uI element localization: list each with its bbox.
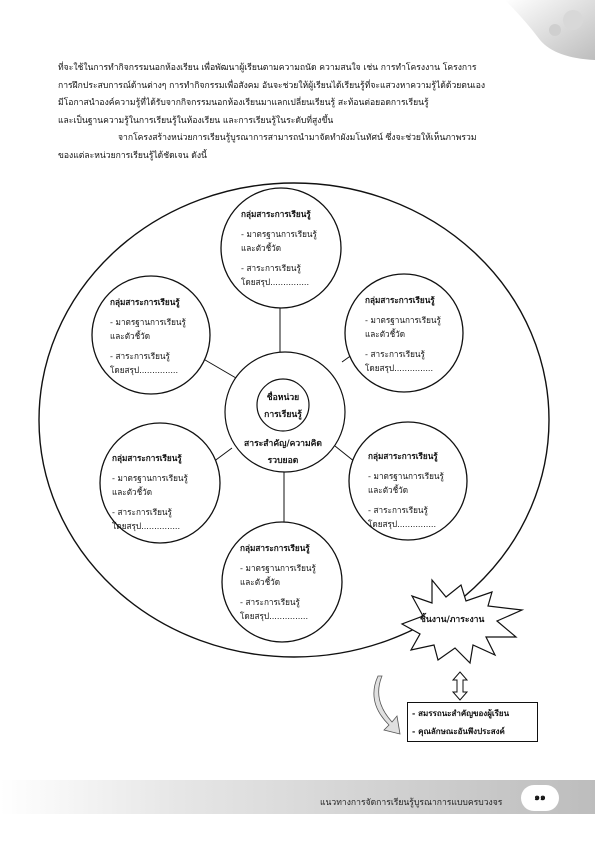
subject-title: กลุ่มสาระการเรียนรู้	[241, 209, 311, 219]
subject-circle-lower-left	[99, 422, 221, 544]
content-item: - สาระการเรียนรู้	[240, 597, 300, 607]
standard-item: - มาตรฐานการเรียนรู้	[112, 473, 188, 483]
summary-item: โดยสรุป...............	[368, 519, 437, 529]
outcome-item: - สมรรถนะสำคัญของผู้เรียน	[412, 709, 510, 718]
subject-title: กลุ่มสาระการเรียนรู้	[112, 453, 182, 463]
indicator-item: และตัวชี้วัด	[110, 331, 151, 341]
paragraph2-line: ของแต่ละหน่วยการเรียนรู้ได้ชัดเจน ดังนี้	[58, 150, 207, 161]
content-item: - สาระการเรียนรู้	[112, 507, 172, 517]
unit-name-line: ชื่อหน่วย	[266, 393, 300, 403]
center-unit-circle	[256, 378, 310, 432]
subject-circle-upper-right	[344, 273, 464, 393]
subject-title: กลุ่มสาระการเรียนรู้	[110, 297, 180, 307]
work-task-label: ชิ้นงาน/ภาระงาน	[420, 615, 485, 625]
subject-node: กลุ่มสาระการเรียนรู้ - มาตรฐานการเรียนรู…	[240, 538, 316, 626]
summary-item: โดยสรุป...............	[365, 363, 434, 373]
subject-circle-bottom	[221, 521, 343, 643]
footer-title: แนวทางการจัดการเรียนรู้บูรณาการแบบครบวงจ…	[320, 798, 503, 808]
intro-line: ที่จะใช้ในการทำกิจกรรมนอกห้องเรียน เพื่อ…	[58, 63, 477, 73]
subject-title: กลุ่มสาระการเรียนรู้	[368, 451, 438, 461]
unit-name-line: การเรียนรู้	[264, 410, 302, 420]
standard-item: - มาตรฐานการเรียนรู้	[240, 563, 316, 573]
subject-circle-upper-left	[91, 275, 211, 395]
paragraph2-line: จากโครงสร้างหน่วยการเรียนรู้บูรณาการสามา…	[118, 133, 477, 144]
summary-item: โดยสรุป...............	[240, 611, 309, 621]
summary-item: โดยสรุป...............	[241, 277, 310, 287]
indicator-item: และตัวชี้วัด	[241, 243, 282, 253]
content-item: - สาระการเรียนรู้	[241, 263, 301, 273]
subject-node: กลุ่มสาระการเรียนรู้ - มาตรฐานการเรียนรู…	[365, 290, 441, 378]
outer-circle	[38, 182, 550, 658]
intro-line: และเป็นฐานความรู้ในการเรียนรู้ในห้องเรีย…	[58, 115, 334, 126]
double-arrow-icon	[451, 671, 469, 701]
content-item: - สาระการเรียนรู้	[110, 351, 170, 361]
outcome-box: - สมรรถนะสำคัญของผู้เรียน - คุณลักษณะอัน…	[407, 702, 538, 742]
footer-bar	[0, 780, 595, 814]
indicator-item: และตัวชี้วัด	[365, 329, 406, 339]
work-starburst	[400, 578, 525, 665]
indicator-item: และตัวชี้วัด	[368, 485, 409, 495]
standard-item: - มาตรฐานการเรียนรู้	[365, 315, 441, 325]
standard-item: - มาตรฐานการเรียนรู้	[110, 317, 186, 327]
corner-decoration	[505, 0, 595, 60]
standard-item: - มาตรฐานการเรียนรู้	[368, 471, 444, 481]
indicator-item: และตัวชี้วัด	[240, 577, 281, 587]
subject-title: กลุ่มสาระการเรียนรู้	[240, 543, 310, 553]
subject-node: กลุ่มสาระการเรียนรู้ - มาตรฐานการเรียนรู…	[368, 446, 444, 534]
core-concept-line: รวบยอด	[267, 456, 299, 466]
subject-node: กลุ่มสาระการเรียนรู้ - มาตรฐานการเรียนรู…	[241, 204, 317, 292]
summary-item: โดยสรุป...............	[110, 365, 179, 375]
intro-line: การฝึกประสบการณ์ด้านต่างๆ การทำกิจกรรมเพ…	[58, 80, 486, 91]
subject-node: กลุ่มสาระการเรียนรู้ - มาตรฐานการเรียนรู…	[110, 292, 186, 380]
subject-circle-top	[220, 187, 342, 309]
hub-circle	[224, 351, 346, 473]
page-number: ๑๑	[521, 785, 559, 811]
subject-title: กลุ่มสาระการเรียนรู้	[365, 295, 435, 305]
core-concept: สาระสำคัญ/ความคิด รวบยอด	[228, 436, 338, 470]
content-item: - สาระการเรียนรู้	[368, 505, 428, 515]
indicator-item: และตัวชี้วัด	[112, 487, 153, 497]
curved-arrow-icon	[373, 675, 401, 735]
outcome-item: - คุณลักษณะอันพึงประสงค์	[412, 727, 505, 736]
summary-item: โดยสรุป...............	[112, 521, 181, 531]
subject-circle-lower-right	[348, 421, 468, 541]
content-item: - สาระการเรียนรู้	[365, 349, 425, 359]
core-concept-line: สาระสำคัญ/ความคิด	[244, 439, 322, 449]
subject-node: กลุ่มสาระการเรียนรู้ - มาตรฐานการเรียนรู…	[112, 448, 188, 536]
intro-text: ที่จะใช้ในการทำกิจกรรมนอกห้องเรียน เพื่อ…	[58, 60, 544, 166]
unit-name: ชื่อหน่วย การเรียนรู้	[249, 390, 317, 424]
standard-item: - มาตรฐานการเรียนรู้	[241, 229, 317, 239]
intro-line: มีโอกาสนำองค์ความรู้ที่ได้รับจากกิจกรรมน…	[58, 98, 429, 109]
